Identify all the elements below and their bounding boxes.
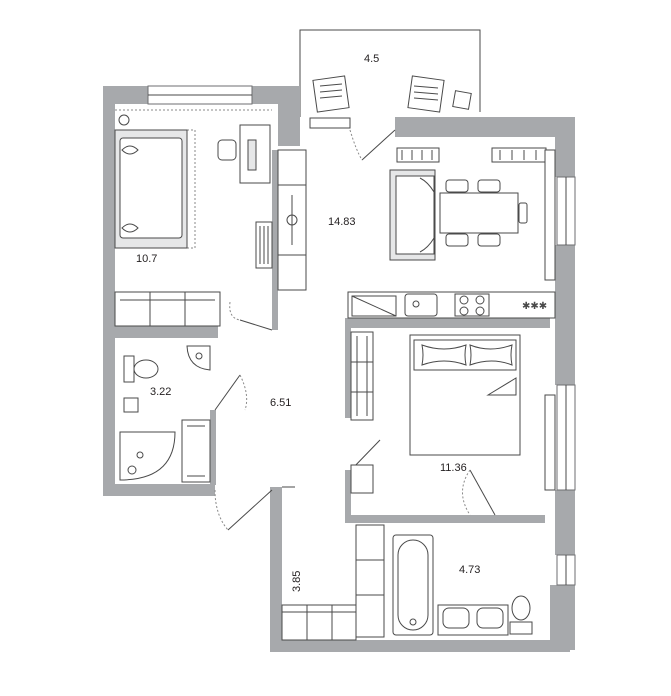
shelving-unit	[255, 221, 273, 269]
bathroom-cabinet	[355, 524, 385, 638]
walls	[103, 29, 575, 652]
wall-segment	[345, 515, 545, 523]
room-area-bedroom-right: 11.36	[440, 462, 467, 474]
kitchen-sofa	[389, 169, 436, 261]
wall-segment	[270, 487, 282, 652]
wall-segment	[345, 470, 351, 522]
hall-shelf	[350, 464, 374, 494]
balcony-outline	[299, 29, 481, 117]
sofa-bed	[114, 129, 196, 249]
washer-icon	[123, 397, 139, 413]
bath-door	[214, 374, 241, 411]
bath-cabinet	[181, 419, 211, 483]
room-area-corridor: 3.85	[291, 571, 303, 592]
room-area-hallway: 6.51	[270, 397, 291, 409]
balcony-shelf	[309, 117, 351, 129]
dining-table	[439, 179, 528, 247]
bathtub-icon	[392, 534, 434, 636]
wall-segment	[395, 117, 575, 137]
room-area-kitchen-living: 14.83	[328, 216, 356, 228]
desk	[217, 124, 271, 184]
double-bed	[409, 334, 521, 456]
double-sink-icon	[437, 604, 509, 636]
radiator-shelf	[544, 394, 556, 491]
bedroom-wardrobe	[350, 331, 374, 421]
wall-segment	[555, 490, 575, 555]
corner-sink-icon	[186, 345, 211, 371]
wall-segment	[278, 86, 300, 146]
radiator-shelf	[544, 149, 556, 281]
door-swing	[349, 129, 363, 161]
corridor-wardrobe	[281, 604, 357, 641]
balcony-table	[452, 90, 472, 110]
room-labels: 4.5 14.83 10.7 3.22 6.51 11.36 3.85 4.73	[136, 53, 480, 592]
room-area-bedroom-left: 10.7	[136, 253, 157, 265]
wall-segment	[345, 318, 550, 328]
room-area-balcony: 4.5	[364, 53, 379, 65]
sink-icon	[404, 293, 438, 317]
toilet-icon	[123, 355, 159, 383]
kitchen-top-shelves	[396, 147, 547, 163]
wall-segment	[103, 484, 215, 496]
room-area-bathroom-large: 4.73	[459, 564, 480, 576]
shower-icon	[119, 431, 176, 481]
svg-text:✱✱✱: ✱✱✱	[522, 301, 547, 312]
room-area-bathroom-small: 3.22	[150, 386, 171, 398]
windows	[147, 85, 576, 586]
balcony-chair	[312, 75, 350, 113]
balcony-chair	[407, 75, 445, 113]
wall-segment	[550, 585, 575, 650]
wall-segment	[103, 326, 115, 496]
wardrobe	[114, 291, 221, 327]
bathroom-door	[469, 469, 496, 516]
hall-wardrobe	[277, 149, 307, 291]
wall-segment	[210, 410, 216, 485]
wall-segment	[103, 326, 218, 338]
wall-segment	[103, 86, 115, 326]
entry-door	[227, 489, 273, 531]
wall-segment	[272, 150, 278, 330]
wall-segment	[555, 117, 575, 177]
wall-segment	[270, 640, 570, 652]
wall-segment	[555, 245, 575, 385]
wall-segment	[345, 328, 351, 418]
lamp-icon	[118, 114, 130, 126]
toilet-icon	[509, 595, 533, 635]
bedroom-door	[239, 319, 273, 331]
balcony-door	[361, 129, 396, 161]
stove-icon	[454, 293, 490, 317]
kitchen-counter: ✱✱✱	[347, 291, 556, 319]
